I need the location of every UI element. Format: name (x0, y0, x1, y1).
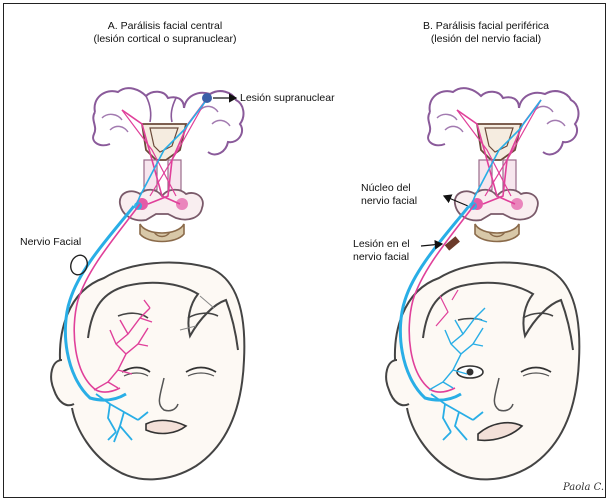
nerve-lesion-label: Lesión en el nervio facial (353, 238, 410, 264)
panel-a-title: A. Parálisis facial central (lesión cort… (50, 20, 280, 46)
panel-b-brainstem (455, 190, 538, 242)
supranuclear-lesion-label: Lesión supranuclear (240, 92, 335, 105)
panel-b-brain-section (428, 88, 578, 190)
panel-a-title-line2: (lesión cortical o supranuclear) (50, 33, 280, 46)
nerve-lesion-label-line1: Lesión en el (353, 238, 410, 251)
panel-b-title-line2: (lesión del nervio facial) (371, 33, 601, 46)
facial-nucleus-label-line1: Núcleo del (361, 182, 417, 195)
panel-a-brain-section (93, 88, 243, 190)
facial-nucleus-label-line2: nervio facial (361, 195, 417, 208)
artist-signature: Paola C. (563, 482, 604, 493)
facial-nucleus-label: Núcleo del nervio facial (361, 182, 417, 208)
panel-b-title-line1: B. Parálisis facial periférica (371, 20, 601, 33)
nerve-lesion-label-line2: nervio facial (353, 251, 410, 264)
panel-a-brainstem (120, 190, 203, 242)
panel-b-title: B. Parálisis facial periférica (lesión d… (371, 20, 601, 46)
panel-a-title-line1: A. Parálisis facial central (50, 20, 280, 33)
facial-nerve-label: Nervio Facial (20, 236, 81, 249)
